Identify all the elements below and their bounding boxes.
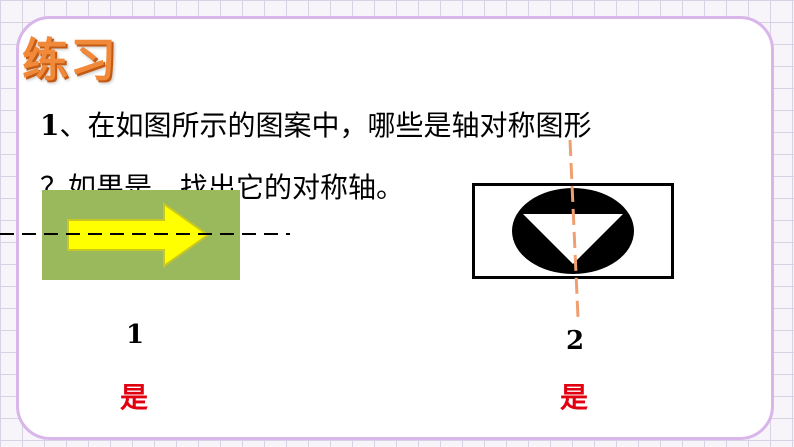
question-number: 1: [40, 109, 60, 142]
figure-1-label: 1: [126, 320, 145, 350]
figure-1-answer: 是: [120, 381, 149, 414]
question-line-1: 、在如图所示的图案中，哪些是轴对称图形: [59, 109, 592, 142]
question-text: 1、在如图所示的图案中，哪些是轴对称图形 ？如果是，找出它的对称轴。: [40, 95, 760, 219]
figure-2-label: 2: [566, 326, 585, 356]
exercise-title: 练习: [22, 33, 118, 87]
figure-2-answer: 是: [560, 381, 589, 414]
axis-line-vertical: [568, 139, 580, 319]
